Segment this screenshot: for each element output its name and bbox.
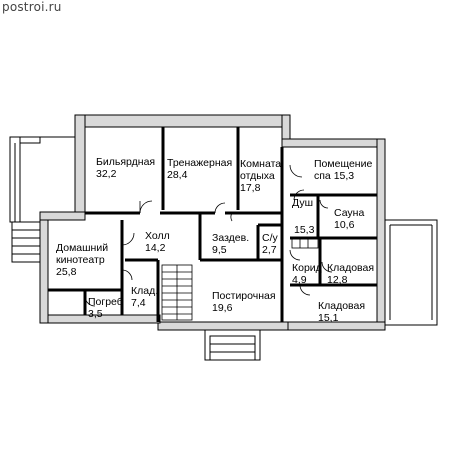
doors xyxy=(84,164,333,307)
room-pantry: Клад. 7,4 xyxy=(131,285,158,309)
room-name: Кладовая xyxy=(327,262,375,274)
room-area: 10,6 xyxy=(334,219,355,231)
room-name: Тренажерная xyxy=(167,157,233,169)
room-name: Кладовая xyxy=(318,300,366,312)
room-name-line1: Комната xyxy=(240,158,282,170)
room-name: Погреб xyxy=(88,296,123,308)
room-name-line2: кинотеатр xyxy=(56,254,105,266)
room-wc: С/у 2,7 xyxy=(262,232,278,256)
room-name-line1: Домашний xyxy=(56,242,109,254)
room-storage-2: Кладовая 15,1 xyxy=(318,300,365,324)
room-name: Душ xyxy=(292,197,314,209)
room-area: 28,4 xyxy=(167,169,188,181)
room-name: Постирочная xyxy=(212,290,276,302)
room-area: 9,5 xyxy=(212,244,227,256)
room-name: Заздев. xyxy=(212,232,250,244)
room-home-theater: Домашний кинотеатр 25,8 xyxy=(56,242,108,278)
interior-walls xyxy=(48,127,377,322)
room-area: 19,6 xyxy=(212,302,233,314)
room-lobby: Заздев. 9,5 xyxy=(212,232,249,256)
room-area: 3,5 xyxy=(88,308,103,320)
room-name: Бильярдная xyxy=(96,156,156,168)
room-area: 15,3 xyxy=(333,170,355,182)
room-area: 12,8 xyxy=(327,274,348,286)
room-area: 7,4 xyxy=(131,297,146,309)
room-corridor: Корид 4,9 xyxy=(292,262,322,286)
room-lounge: Комната отдыха 17,8 xyxy=(240,158,281,194)
room-shower: Душ xyxy=(292,197,313,209)
room-name-line1: Помещение xyxy=(314,158,373,170)
room-laundry: Постирочная 19,6 xyxy=(212,290,276,314)
watermark: postroi.ru xyxy=(2,0,62,14)
entrance-steps xyxy=(204,327,261,361)
left-terrace xyxy=(9,136,75,263)
room-name-line2: спа xyxy=(314,170,331,182)
room-name: Холл xyxy=(145,230,170,242)
room-sauna: Сауна 10,6 xyxy=(334,207,364,231)
staircase xyxy=(161,264,193,321)
spa-steps xyxy=(291,237,319,249)
room-area: 4,9 xyxy=(292,274,307,286)
room-storage-1: Кладовая 12,8 xyxy=(327,262,374,286)
room-name-line2: отдыха xyxy=(240,170,275,182)
right-terrace xyxy=(384,219,438,326)
outer-walls xyxy=(39,114,386,331)
room-billiard: Бильярдная 32,2 xyxy=(96,156,155,180)
room-name: Корид xyxy=(292,262,322,274)
room-name: Сауна xyxy=(334,207,365,219)
room-cellar: Погреб 3,5 xyxy=(88,296,123,320)
room-hall: Холл 14,2 xyxy=(145,230,170,254)
room-gym: Тренажерная 28,4 xyxy=(167,157,232,181)
room-area: 2,7 xyxy=(262,244,277,256)
room-area: 14,2 xyxy=(145,242,166,254)
room-area: 32,2 xyxy=(96,168,117,180)
room-name: С/у xyxy=(262,232,278,244)
room-area: 17,8 xyxy=(240,182,261,194)
room-area: 15,3 xyxy=(294,224,315,236)
room-area: 15,1 xyxy=(318,312,339,324)
room-spa: Помещение спа 15,3 xyxy=(314,158,372,182)
room-name: Клад. xyxy=(131,285,159,297)
room-shower-area: 15,3 xyxy=(294,224,314,236)
room-area: 25,8 xyxy=(56,266,77,278)
